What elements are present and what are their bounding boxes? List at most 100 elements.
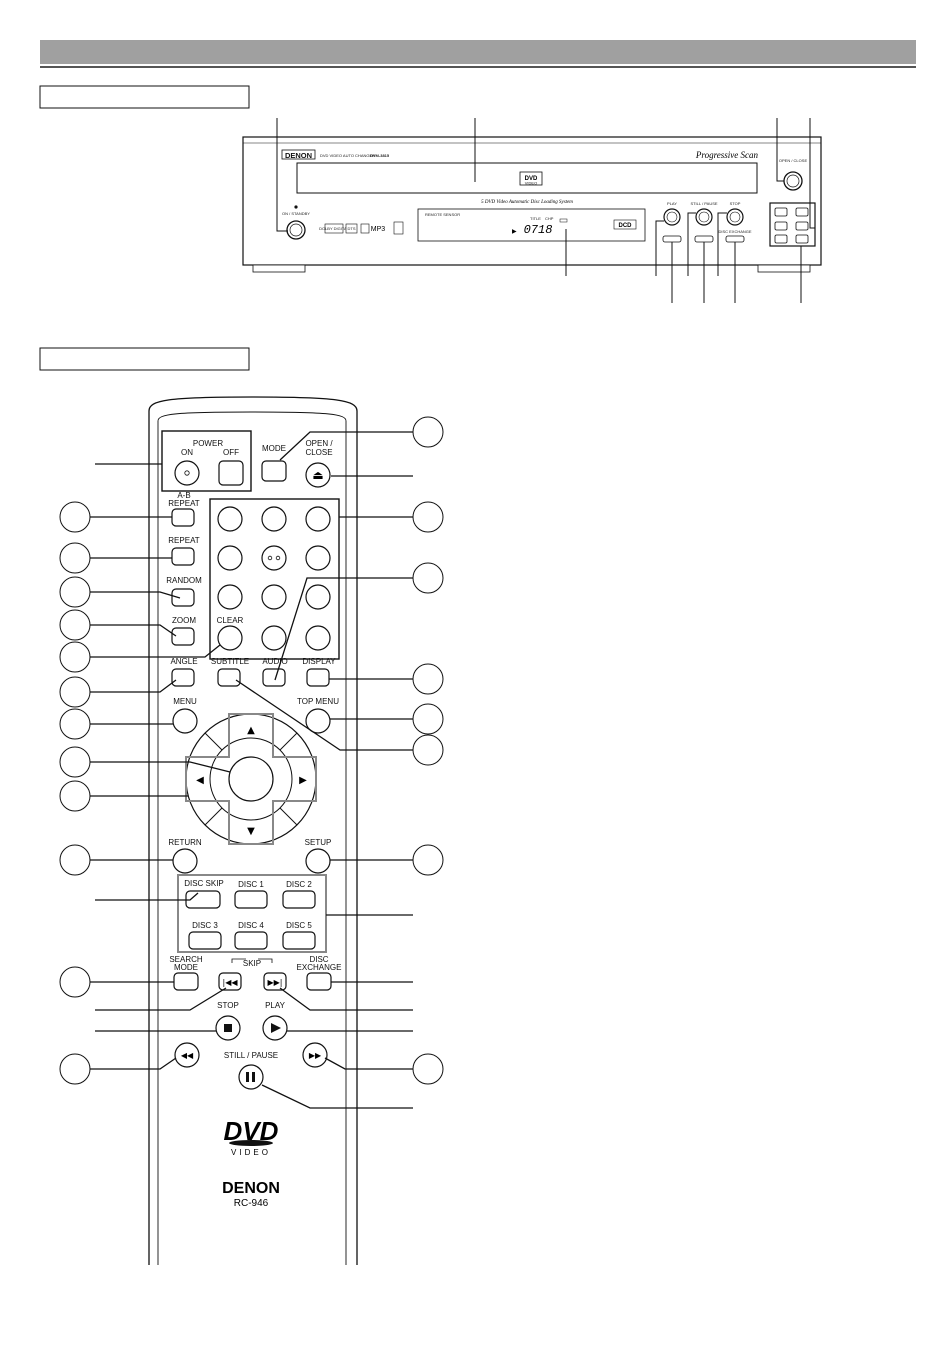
svg-text:DISC SKIP: DISC SKIP — [184, 879, 224, 888]
disc-button-5[interactable] — [282, 931, 316, 950]
fast-forward-button[interactable] — [302, 1042, 328, 1068]
ab-repeat-button[interactable] — [171, 508, 195, 527]
callout-markers — [59, 416, 444, 1085]
tactile-dot — [275, 555, 281, 561]
arrow-right-icon[interactable]: ▶ — [299, 775, 307, 786]
disc-button-4[interactable] — [234, 931, 268, 950]
svg-text:MODE: MODE — [174, 963, 198, 972]
panel-disc-select-button[interactable] — [795, 221, 809, 231]
arrow-up-icon[interactable]: ▲ — [247, 725, 255, 736]
svg-text:CHP: CHP — [545, 216, 554, 221]
svg-text:RANDOM: RANDOM — [166, 576, 202, 585]
number-key[interactable] — [261, 584, 287, 610]
header-rule — [40, 66, 916, 68]
open-close-button[interactable] — [305, 462, 331, 488]
panel-progressive: Progressive Scan — [695, 150, 759, 160]
search-mode-button[interactable] — [173, 972, 199, 991]
svg-text:REPEAT: REPEAT — [168, 536, 200, 545]
angle-button[interactable] — [171, 668, 195, 687]
front-panel: DENON DVD VIDEO AUTO CHANGER DVM-3815 Pr… — [242, 118, 822, 303]
setup-button[interactable] — [305, 848, 331, 874]
fast-forward-icon: ▶▶ — [309, 1051, 322, 1060]
subtitle-button[interactable] — [217, 668, 241, 687]
mode-button[interactable] — [261, 460, 287, 482]
panel-disc-exchange-button[interactable] — [725, 235, 745, 243]
number-pad-group — [209, 498, 340, 660]
audio-button[interactable] — [262, 668, 286, 687]
number-key[interactable] — [305, 506, 331, 532]
svg-text:SKIP: SKIP — [243, 959, 261, 968]
still-pause-button[interactable] — [238, 1064, 264, 1090]
arrow-left-icon[interactable]: ◀ — [196, 775, 204, 786]
random-button[interactable] — [171, 588, 195, 607]
arrow-down-icon[interactable]: ▼ — [247, 826, 255, 837]
play-icon — [271, 1023, 281, 1033]
disc-button-label: DISC 4 — [238, 921, 264, 930]
svg-text:POWER: POWER — [193, 439, 223, 448]
panel-disc-select-button[interactable] — [774, 234, 788, 244]
skip-back-button[interactable] — [218, 972, 242, 991]
number-key[interactable] — [261, 625, 287, 651]
number-key[interactable] — [261, 506, 287, 532]
skip-forward-icon: ▶▶| — [268, 978, 283, 987]
callout-marker — [59, 609, 91, 641]
svg-text:ON: ON — [181, 448, 193, 457]
number-key[interactable] — [217, 545, 243, 571]
callout-marker — [59, 501, 91, 533]
panel-disc-select-button[interactable] — [774, 207, 788, 217]
pause-icon — [246, 1072, 249, 1082]
top-menu-button[interactable] — [305, 708, 331, 734]
number-key[interactable] — [305, 584, 331, 610]
number-key[interactable] — [305, 545, 331, 571]
panel-skip-back-button[interactable] — [662, 235, 682, 243]
disc-button-1[interactable] — [234, 890, 268, 909]
clear-button[interactable] — [217, 625, 243, 651]
display-play-mark: ▶ — [512, 228, 517, 235]
number-key[interactable] — [261, 545, 287, 571]
callout-marker — [59, 576, 91, 608]
remote-control: POWER ON OFF MODE OPEN / CLOSE ⏏ A-B REP… — [148, 396, 358, 1265]
remote-brand: DENON — [222, 1180, 280, 1197]
svg-text:PLAY: PLAY — [265, 1001, 286, 1010]
disc-select-group — [769, 202, 816, 247]
power-off-button[interactable] — [218, 460, 244, 486]
number-key[interactable] — [217, 506, 243, 532]
svg-text:OPEN / CLOSE: OPEN / CLOSE — [779, 158, 808, 163]
panel-disc-select-button[interactable] — [795, 234, 809, 244]
remote-model: RC-946 — [234, 1198, 269, 1209]
zoom-button[interactable] — [171, 627, 195, 646]
menu-button[interactable] — [172, 708, 198, 734]
svg-text:ON / STANDBY: ON / STANDBY — [282, 211, 310, 216]
front-callouts — [276, 118, 815, 303]
disc-exchange-button[interactable] — [306, 972, 332, 991]
panel-disc-select-button[interactable] — [795, 207, 809, 217]
number-key[interactable] — [305, 625, 331, 651]
return-button[interactable] — [172, 848, 198, 874]
disc-button-3[interactable] — [188, 931, 222, 950]
svg-text:MENU: MENU — [173, 697, 197, 706]
svg-text:OPEN /: OPEN / — [305, 439, 333, 448]
callout-marker — [412, 844, 444, 876]
header-bar — [40, 40, 916, 64]
front-panel-section-box — [39, 85, 250, 109]
callout-marker — [59, 844, 91, 876]
disc-button-2[interactable] — [282, 890, 316, 909]
number-key[interactable] — [217, 584, 243, 610]
foot-left — [252, 264, 306, 273]
enter-button[interactable] — [228, 756, 274, 802]
svg-text:DISC EXCHANGE: DISC EXCHANGE — [718, 229, 751, 234]
skip-forward-button[interactable] — [263, 972, 287, 991]
remote-section-box — [39, 347, 250, 371]
panel-disc-select-button[interactable] — [774, 221, 788, 231]
panel-skip-forward-button[interactable] — [694, 235, 714, 243]
callout-marker — [59, 708, 91, 740]
rewind-button[interactable] — [174, 1042, 200, 1068]
repeat-button[interactable] — [171, 547, 195, 566]
callout-marker — [412, 501, 444, 533]
power-on-button[interactable] — [174, 460, 200, 486]
svg-text:OFF: OFF — [223, 448, 239, 457]
svg-text:VIDEO: VIDEO — [525, 181, 537, 186]
svg-text:DISC: DISC — [309, 955, 328, 964]
display-button[interactable] — [306, 668, 330, 687]
